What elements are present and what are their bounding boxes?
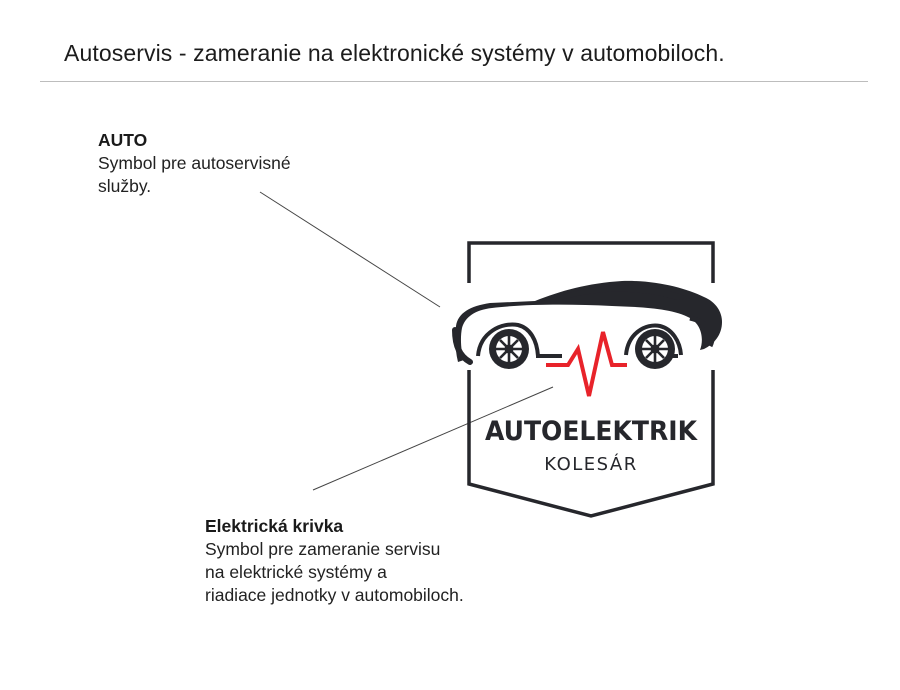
logo-shield	[467, 241, 715, 518]
electric-curve-icon	[546, 331, 627, 397]
leader-line-krivka	[312, 386, 554, 491]
annotation-krivka-line: na elektrické systémy a	[205, 562, 387, 582]
annotation-auto-line: Symbol pre autoservisné	[98, 153, 291, 173]
annotation-krivka-title: Elektrická krivka	[205, 516, 344, 536]
annotation-krivka-line: Symbol pre zameranie servisu	[205, 539, 441, 559]
annotation-auto-title: AUTO	[98, 130, 148, 150]
wheel-rear-icon	[635, 329, 675, 369]
wheel-front-icon	[489, 329, 529, 369]
title-divider	[40, 81, 868, 82]
annotation-krivka: Elektrická krivka Symbol pre zameranie s…	[205, 515, 464, 607]
annotation-krivka-line: riadiace jednotky v automobiloch.	[205, 585, 464, 605]
logo-brand-text: AUTOELEKTRIK	[485, 416, 698, 447]
page-title: Autoservis - zameranie na elektronické s…	[64, 40, 725, 66]
logo: AUTOELEKTRIK KOLESÁR	[452, 241, 722, 518]
annotation-auto-line: služby.	[98, 176, 152, 196]
annotation-auto: AUTO Symbol pre autoservisné služby.	[98, 129, 291, 198]
leader-line-auto	[259, 191, 441, 308]
logo-name-text: KOLESÁR	[544, 453, 637, 475]
